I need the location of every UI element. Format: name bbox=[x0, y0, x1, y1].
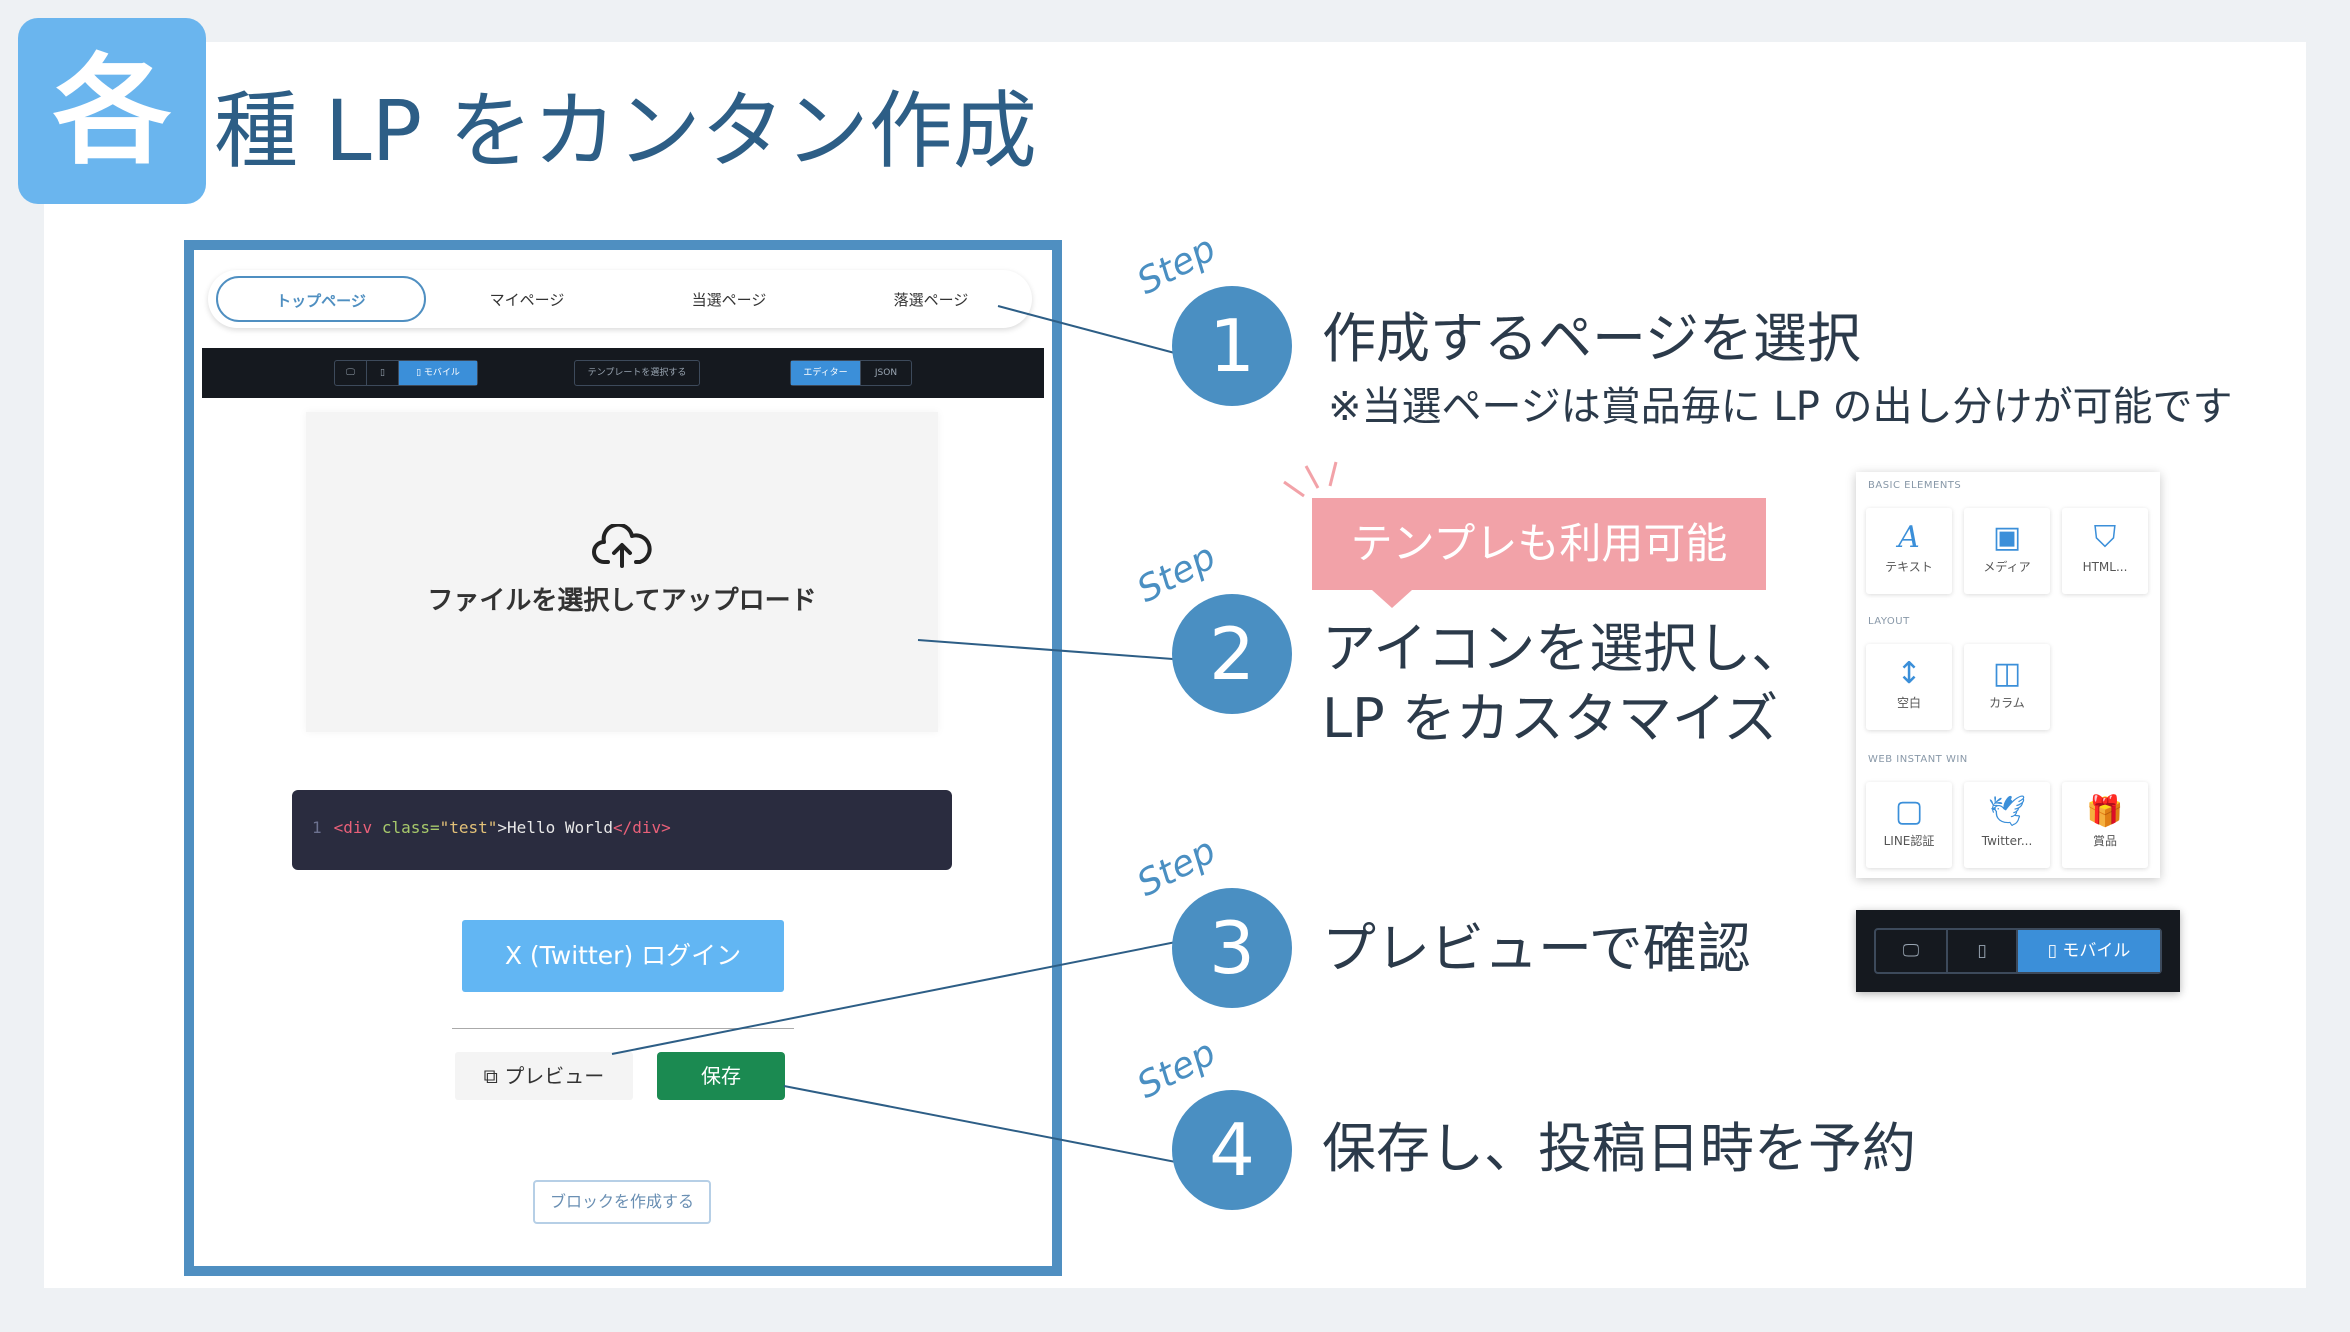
step1-note: ※当選ページは賞品毎に LP の出し分けが可能です bbox=[1328, 384, 2233, 430]
palette-item-label: メディア bbox=[1983, 560, 2031, 574]
preview-button[interactable]: ⧉ プレビュー bbox=[455, 1052, 633, 1100]
device-toggle-bar: 🖵 ▯ ▯ モバイル bbox=[1856, 910, 2180, 992]
step3-text: プレビューで確認 bbox=[1322, 917, 1751, 980]
code-attr: class= bbox=[381, 818, 440, 837]
palette-item-prize[interactable]: 🎁 賞品 bbox=[2062, 782, 2148, 868]
step1-number: 1 bbox=[1172, 286, 1292, 406]
step3-number: 3 bbox=[1172, 888, 1292, 1008]
x-login-button[interactable]: X (Twitter) ログイン bbox=[462, 920, 784, 992]
step2-text-line1: アイコンを選択し、 bbox=[1322, 617, 1806, 680]
page-tabs: トップページ マイページ 当選ページ 落選ページ bbox=[208, 270, 1032, 328]
mobile-button[interactable]: ▯ モバイル bbox=[399, 361, 477, 385]
palette-item-label: カラム bbox=[1989, 696, 2025, 710]
html5-icon: ⛉ bbox=[2093, 520, 2117, 555]
create-block-button[interactable]: ブロックを作成する bbox=[533, 1180, 711, 1224]
desktop-icon[interactable]: 🖵 bbox=[1876, 930, 1948, 972]
palette-item-text[interactable]: A テキスト bbox=[1866, 508, 1952, 594]
cloud-upload-icon bbox=[592, 524, 652, 568]
palette-item-column[interactable]: ◫ カラム bbox=[1964, 644, 2050, 730]
connector-step2 bbox=[917, 639, 1187, 661]
code-text: Hello World bbox=[507, 818, 614, 837]
step4-number: 4 bbox=[1172, 1090, 1292, 1210]
save-button[interactable]: 保存 bbox=[657, 1052, 785, 1100]
device-switch: 🖵 ▯ ▯ モバイル bbox=[334, 360, 478, 386]
palette-item-label: LINE認証 bbox=[1883, 834, 1935, 848]
palette-item-label: HTML... bbox=[2082, 560, 2128, 574]
tab-my-page[interactable]: マイページ bbox=[489, 290, 565, 309]
code-line-number: 1 bbox=[312, 818, 322, 837]
step2-text-line2: LP をカスタマイズ bbox=[1322, 687, 1779, 750]
template-select-button[interactable]: テンプレートを選択する bbox=[574, 360, 700, 386]
code-line: 1 <div class="test">Hello World</div> bbox=[312, 818, 671, 837]
palette-item-media[interactable]: ▣ メディア bbox=[1964, 508, 2050, 594]
desktop-icon[interactable]: 🖵 bbox=[335, 361, 367, 385]
template-select-label: テンプレートを選択する bbox=[587, 368, 687, 378]
editor-mode-button[interactable]: エディター bbox=[791, 361, 861, 385]
column-icon: ◫ bbox=[1992, 656, 2022, 691]
code-end-tag: </div> bbox=[613, 818, 671, 837]
spacer-icon: ↕ bbox=[1896, 656, 1922, 691]
json-mode-button[interactable]: JSON bbox=[874, 368, 898, 378]
palette-item-html[interactable]: ⛉ HTML... bbox=[2062, 508, 2148, 594]
mobile-button[interactable]: ▯ モバイル bbox=[2018, 930, 2160, 972]
template-callout: テンプレも利用可能 bbox=[1312, 498, 1766, 590]
tab-losing-page[interactable]: 落選ページ bbox=[893, 290, 969, 309]
palette-item-label: 空白 bbox=[1896, 696, 1921, 710]
step2-number: 2 bbox=[1172, 594, 1292, 714]
tablet-icon[interactable]: ▯ bbox=[367, 361, 399, 385]
code-block[interactable]: 1 <div class="test">Hello World</div> bbox=[292, 790, 952, 870]
mode-switch: エディター JSON bbox=[790, 360, 912, 386]
divider bbox=[452, 1028, 794, 1029]
external-link-icon: ⧉ bbox=[483, 1064, 505, 1088]
title-badge-char: 各 bbox=[52, 42, 171, 180]
accent-mark bbox=[1283, 480, 1305, 498]
preview-label: プレビュー bbox=[504, 1064, 605, 1088]
tab-winning-page[interactable]: 当選ページ bbox=[691, 290, 767, 309]
step1-text: 作成するページを選択 bbox=[1322, 307, 1861, 370]
line-icon: ▢ bbox=[1894, 794, 1924, 829]
palette-item-label: テキスト bbox=[1885, 560, 1933, 574]
connector-step1 bbox=[997, 305, 1187, 357]
file-upload-area[interactable]: ファイルを選択してアップロード bbox=[306, 412, 938, 732]
device-toggle-group: 🖵 ▯ ▯ モバイル bbox=[1874, 928, 2162, 974]
palette-item-label: Twitter... bbox=[1981, 834, 2033, 848]
title-badge: 各 bbox=[18, 18, 206, 204]
editor-toolbar: 🖵 ▯ ▯ モバイル テンプレートを選択する エディター JSON bbox=[202, 348, 1044, 398]
page-title: 種 LP をカンタン作成 bbox=[214, 82, 1037, 180]
step4-text: 保存し、投稿日時を予約 bbox=[1322, 1117, 1916, 1180]
palette-item-label: 賞品 bbox=[2092, 834, 2117, 848]
media-icon: ▣ bbox=[1992, 520, 2022, 555]
upload-label: ファイルを選択してアップロード bbox=[427, 586, 817, 616]
palette-item-line[interactable]: ▢ LINE認証 bbox=[1866, 782, 1952, 868]
palette-item-spacer[interactable]: ↕ 空白 bbox=[1866, 644, 1952, 730]
twitter-icon: 🕊 bbox=[1987, 794, 2027, 829]
code-bracket: > bbox=[497, 818, 508, 837]
palette-heading-basic: BASIC ELEMENTS bbox=[1868, 480, 1962, 491]
palette-heading-layout: LAYOUT bbox=[1868, 616, 1910, 627]
connector-step4 bbox=[783, 1085, 1187, 1165]
palette-heading-instant-win: WEB INSTANT WIN bbox=[1868, 754, 1968, 765]
tab-top-page[interactable]: トップページ bbox=[216, 276, 426, 322]
callout-tail bbox=[1372, 590, 1412, 608]
element-palette: BASIC ELEMENTS A テキスト ▣ メディア ⛉ HTML... L… bbox=[1856, 472, 2160, 878]
gift-icon: 🎁 bbox=[2086, 794, 2124, 829]
accent-mark bbox=[1304, 465, 1320, 489]
code-open-tag: <div bbox=[333, 818, 382, 837]
code-value: "test" bbox=[439, 818, 498, 837]
text-icon: A bbox=[1898, 520, 1920, 555]
tablet-icon[interactable]: ▯ bbox=[1948, 930, 2018, 972]
accent-mark bbox=[1328, 461, 1338, 487]
connector-step3 bbox=[611, 939, 1187, 1055]
palette-item-twitter[interactable]: 🕊 Twitter... bbox=[1964, 782, 2050, 868]
